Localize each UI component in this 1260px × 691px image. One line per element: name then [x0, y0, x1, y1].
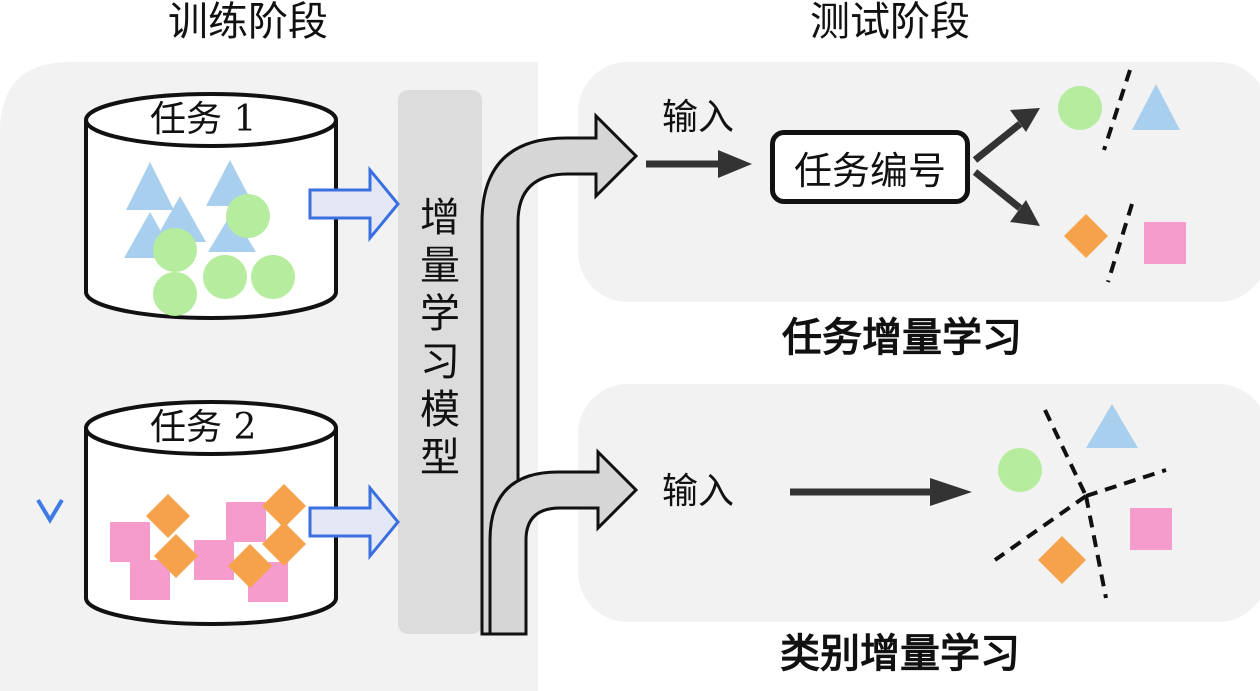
diamond-sample — [262, 522, 306, 566]
task-id-box: 任务编号 — [770, 130, 970, 204]
diamond-sample — [154, 534, 198, 578]
curved-arrow-to-class-incremental — [488, 448, 639, 636]
input-to-task-id-arrow — [718, 150, 752, 178]
square-sample — [130, 560, 170, 600]
class-incremental-input-label: 输入 — [662, 471, 735, 512]
input-to-classifier-arrow — [930, 478, 972, 506]
circle-sample — [1058, 86, 1102, 130]
square-sample — [226, 502, 266, 542]
task-id-to-task2-arrow — [1010, 200, 1040, 226]
diamond-sample — [1064, 214, 1108, 258]
triangle-sample — [206, 160, 254, 206]
decision-boundary — [1043, 409, 1088, 497]
diamond-sample — [146, 494, 190, 538]
task-incremental-caption: 任务增量学习 — [782, 315, 1022, 361]
triangle-sample — [208, 212, 256, 252]
model-label: 增量学习模型 — [420, 195, 460, 481]
diamond-sample — [1038, 536, 1086, 584]
training-stage-header: 训练阶段 — [168, 0, 328, 45]
circle-sample — [153, 272, 197, 316]
circle-sample — [251, 255, 295, 299]
task2-to-model-arrow — [308, 483, 400, 561]
circle-sample — [153, 228, 197, 272]
class-incremental-caption: 类别增量学习 — [780, 631, 1020, 677]
square-sample — [110, 522, 150, 562]
diamond-sample — [228, 544, 272, 588]
decision-boundary — [1084, 495, 1108, 599]
model-bar — [398, 90, 482, 634]
task2-samples — [110, 484, 306, 602]
testing-stage-header: 测试阶段 — [810, 0, 970, 45]
decision-boundary — [1085, 468, 1167, 498]
decision-boundary — [1102, 69, 1132, 151]
task1-to-model-arrow — [308, 165, 400, 243]
circle-sample — [226, 194, 270, 238]
square-sample — [1144, 222, 1186, 264]
task1-label: 任务 1 — [150, 99, 257, 140]
square-sample — [1130, 508, 1172, 550]
task-id-to-task1-arrow — [1010, 108, 1040, 132]
triangle-sample — [1086, 404, 1138, 448]
square-sample — [194, 540, 234, 580]
task-incremental-input-label: 输入 — [662, 97, 735, 138]
circle-sample — [998, 448, 1042, 492]
task1-samples — [124, 160, 295, 316]
triangle-sample — [1132, 84, 1180, 130]
circle-sample — [203, 255, 247, 299]
triangle-sample — [126, 162, 174, 210]
diamond-sample — [262, 484, 306, 528]
time-arrow-head — [36, 498, 64, 524]
decision-boundary — [1106, 203, 1134, 283]
task2-label: 任务 2 — [150, 407, 257, 448]
